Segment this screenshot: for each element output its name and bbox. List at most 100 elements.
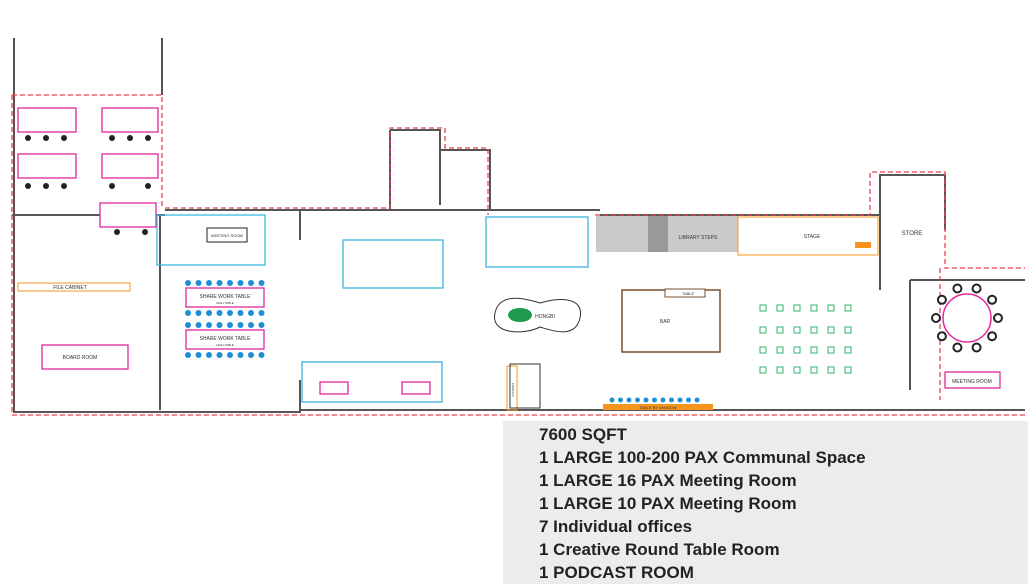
seat [759,346,767,354]
stool [660,397,666,403]
stool [618,397,623,403]
seat [776,326,784,334]
stool [185,280,191,286]
stool [206,280,212,286]
hongbi-label: HONGBI [535,314,555,320]
round-table [942,293,992,343]
stool [227,310,233,316]
share-work-table-label: SHARE WORK TABLE [200,336,252,342]
chair [936,331,947,342]
chair [987,331,998,342]
stage-label: STAGE [804,234,821,240]
seat [810,346,818,354]
stool [694,397,700,403]
table-label: TABLE [682,291,695,296]
seat [827,326,835,334]
stool [643,397,649,403]
seat [844,366,852,374]
chair [993,313,1003,323]
summary-line: 7 Individual offices [539,517,693,536]
bar-label: BAR [660,319,671,325]
seat [776,366,784,374]
meeting-room-table [206,227,248,243]
chair [987,294,998,305]
seat [759,326,767,334]
seat [793,304,801,312]
seat [759,366,767,374]
seat [776,304,784,312]
stool [258,352,265,358]
seat [793,366,801,374]
high-table-label: HIGH TABLE [216,343,234,347]
summary-line: 1 LARGE 10 PAX Meeting Room [539,494,797,513]
stool [686,397,691,403]
seat [844,304,852,312]
file-cabinet-label: FILE CABINET [53,285,87,291]
seat [844,346,852,354]
stool [216,322,223,328]
stool [237,280,244,286]
stool [248,310,254,316]
stool [216,280,223,286]
seat [793,326,801,334]
stage [737,216,879,256]
stool [248,352,254,358]
chair [936,294,947,305]
share-work-table-label: SHARE WORK TABLE [200,294,252,300]
stool [652,397,657,403]
seat [810,366,818,374]
stool [677,397,683,403]
chair [931,313,941,323]
stool [227,322,233,328]
communal-seating [759,283,1003,374]
hongbi-lounge [494,297,581,333]
stool [237,322,244,328]
summary-line: 1 LARGE 100-200 PAX Communal Space [539,448,866,467]
meeting-room-label: MEETING ROOM [211,233,243,238]
stool [237,310,244,316]
seat [810,304,818,312]
board-room-label: BOARD ROOM [63,355,98,361]
meeting-room-right-label: MEETING ROOM [952,379,992,385]
chair [971,342,982,353]
chair [971,283,982,294]
summary-line: 1 LARGE 16 PAX Meeting Room [539,471,797,490]
stool [185,310,191,316]
summary-panel: 7600 SQFT 1 LARGE 100-200 PAX Communal S… [503,421,1028,584]
stool [258,310,265,316]
table-by-window [603,404,713,410]
chair [952,342,963,353]
workstations [17,107,159,235]
seat [776,346,784,354]
stool [195,310,202,316]
seat [759,304,767,312]
file-cabinet [17,282,131,292]
stool [195,280,202,286]
stool [185,322,191,328]
stool [195,352,202,358]
stool [609,397,615,403]
high-table-stools [185,280,700,403]
seat [793,346,801,354]
seat [810,326,818,334]
summary-line: 7600 SQFT [539,425,627,444]
bar-counter [621,289,721,353]
high-table-label: HIGH TABLE [216,301,234,305]
stool [669,397,674,403]
stool [195,322,202,328]
seat [827,304,835,312]
walls [12,38,1025,413]
stool [206,322,212,328]
stool [635,397,640,403]
share-work-table [185,329,265,350]
stool [206,352,212,358]
library-steps-label: LIBRARY STEPS [679,235,719,241]
podcast-label: PODCAST [511,383,515,398]
seat [844,326,852,334]
share-work-table [185,287,265,308]
stool [626,397,632,403]
board-room-table [41,344,129,370]
store-label: STORE [902,231,923,237]
boundary-lines [11,94,1025,416]
